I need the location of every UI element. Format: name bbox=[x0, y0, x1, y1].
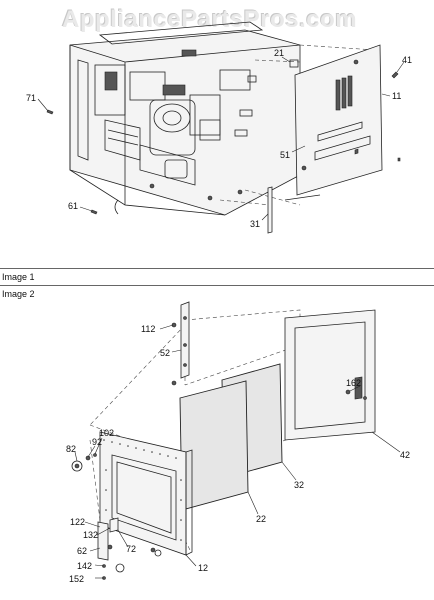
callout-52: 52 bbox=[160, 348, 171, 358]
callout-82: 82 bbox=[66, 444, 77, 454]
callout-21: 21 bbox=[274, 48, 285, 58]
callout-41: 41 bbox=[402, 55, 413, 65]
part-12-outer-door bbox=[99, 431, 193, 556]
part-22-glass bbox=[179, 380, 249, 511]
callout-22: 22 bbox=[256, 514, 267, 524]
callout-51: 51 bbox=[280, 150, 291, 160]
part-52-hinge bbox=[171, 301, 190, 386]
watermark: AppliancePartsPros.com bbox=[62, 6, 358, 33]
part-41-screw bbox=[391, 71, 399, 79]
section-label-image-2: Image 2 bbox=[2, 289, 35, 299]
part-61-screw bbox=[90, 209, 98, 215]
part-71-screw bbox=[46, 109, 54, 115]
part-42-inner-frame bbox=[284, 309, 376, 441]
callout-72: 72 bbox=[126, 544, 137, 554]
callout-61: 61 bbox=[68, 201, 79, 211]
callout-152: 152 bbox=[69, 574, 85, 584]
chassis-assembly bbox=[69, 21, 301, 216]
image1-leader-lines bbox=[37, 56, 405, 221]
image2-hardware bbox=[71, 453, 162, 580]
callout-112: 112 bbox=[141, 324, 156, 334]
callout-42: 42 bbox=[400, 450, 411, 460]
callout-32: 32 bbox=[294, 480, 305, 490]
back-panel bbox=[294, 44, 383, 196]
callout-102: 102 bbox=[99, 428, 115, 438]
callout-132: 132 bbox=[83, 530, 99, 540]
callout-162: 162 bbox=[346, 378, 362, 388]
callout-12: 12 bbox=[198, 563, 209, 573]
part-31-strip bbox=[267, 186, 273, 234]
callout-31: 31 bbox=[250, 219, 261, 229]
callout-92: 92 bbox=[92, 437, 103, 447]
callout-11: 11 bbox=[392, 91, 402, 101]
callout-122: 122 bbox=[70, 517, 86, 527]
image2-leader-lines bbox=[74, 324, 401, 579]
section-divider-2 bbox=[0, 285, 434, 286]
section-label-image-1: Image 1 bbox=[2, 272, 35, 282]
callout-142: 142 bbox=[77, 561, 93, 571]
callout-62: 62 bbox=[77, 546, 88, 556]
section-divider-1 bbox=[0, 268, 434, 269]
part-21-clip bbox=[289, 59, 299, 68]
callout-71: 71 bbox=[26, 93, 37, 103]
